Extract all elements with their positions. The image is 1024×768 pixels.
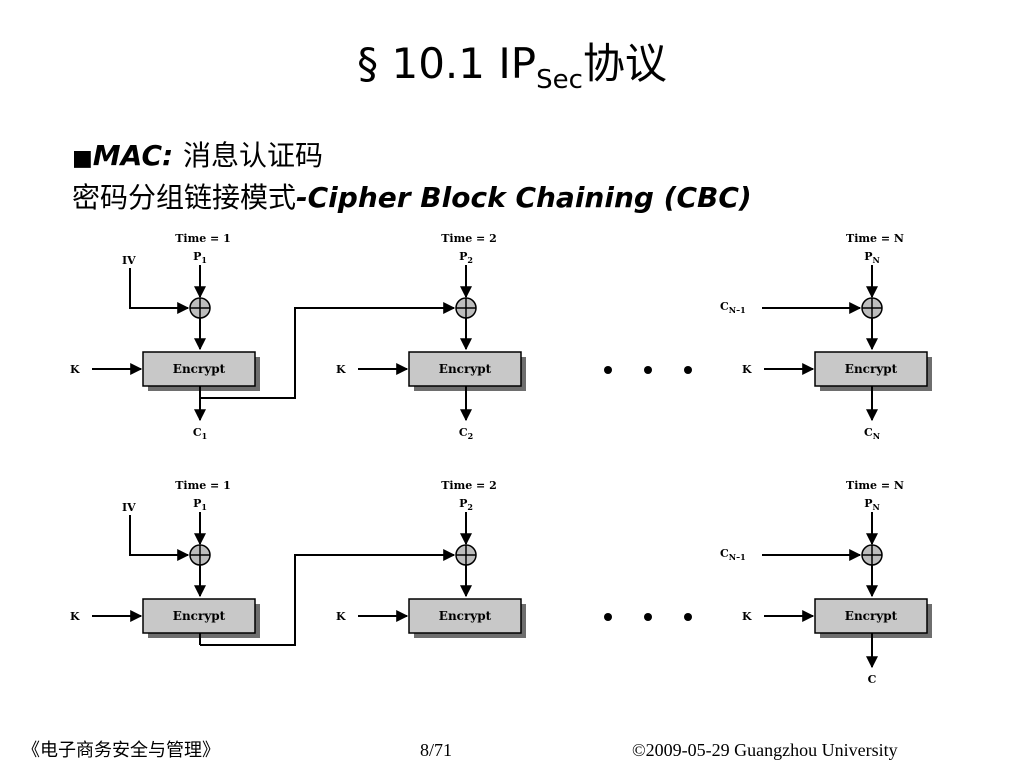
footer-course-title: 《电子商务安全与管理》 (22, 740, 220, 760)
iv-label: IV (122, 501, 136, 514)
plaintext-label: P2 (459, 250, 473, 265)
chain-link-arrow (200, 549, 456, 646)
title-subscript: Sec (536, 65, 583, 95)
cbc-heading: 密码分组链接模式-Cipher Block Chaining (CBC) (72, 178, 752, 218)
ciphertext-label: C (868, 673, 877, 686)
plaintext-label: PN (864, 497, 880, 512)
plaintext-label: P2 (459, 497, 473, 512)
encrypt-box-label: Encrypt (845, 609, 898, 623)
title-main: 10.1 IP (391, 39, 537, 88)
stage-3: Time = N PN Encrypt K CN–1C (720, 479, 932, 686)
plaintext-label: P1 (193, 250, 207, 265)
cbc-heading-english: -Cipher Block Chaining (CBC) (296, 181, 752, 214)
time-label: Time = 2 (441, 479, 497, 492)
ciphertext-label: C1 (193, 426, 207, 441)
slide-title: § 10.1 IPSec协议 (0, 36, 1024, 95)
key-label: K (70, 363, 80, 376)
footer-copyright: ©2009-05-29 Guangzhou University (632, 740, 898, 760)
time-label: Time = 2 (441, 232, 497, 245)
encrypt-box-label: Encrypt (173, 362, 226, 376)
time-label: Time = 1 (175, 479, 231, 492)
key-label: K (336, 363, 346, 376)
encrypt-box-label: Encrypt (439, 362, 492, 376)
section-mark: § (357, 39, 379, 88)
iv-label: IV (122, 254, 136, 267)
key-label: K (742, 610, 752, 623)
mac-description: 消息认证码 (182, 139, 323, 172)
bullet-line-mac: ■MAC: 消息认证码 (72, 136, 323, 179)
key-label: K (336, 610, 346, 623)
cbc-heading-chinese: 密码分组链接模式 (72, 181, 297, 214)
iv-arrow (129, 268, 190, 314)
ciphertext-label: C2 (459, 426, 473, 441)
encrypt-box-label: Encrypt (845, 362, 898, 376)
mac-label: MAC: (92, 139, 174, 172)
encrypt-box-label: Encrypt (173, 609, 226, 623)
encrypt-box (408, 351, 522, 387)
chain-link-arrow (200, 302, 456, 399)
ciphertext-label: CN (864, 426, 880, 441)
plaintext-label: P1 (193, 497, 207, 512)
chain-input-label: CN–1 (720, 547, 746, 562)
encrypt-box (142, 598, 256, 634)
key-label: K (70, 610, 80, 623)
encrypt-box (408, 598, 522, 634)
time-label: Time = 1 (175, 232, 231, 245)
time-label: Time = N (846, 479, 904, 492)
chain-input-label: CN–1 (720, 300, 746, 315)
ellipsis-row-1 (604, 366, 692, 374)
encrypt-box-label: Encrypt (439, 609, 492, 623)
encrypt-box (142, 351, 256, 387)
encrypt-box (814, 598, 928, 634)
key-label: K (742, 363, 752, 376)
time-label: Time = N (846, 232, 904, 245)
ellipsis-row-2 (604, 613, 692, 621)
stage-3: Time = N PN Encrypt K CN–1CN (720, 232, 932, 441)
bullet-square-icon: ■ (72, 146, 93, 171)
plaintext-label: PN (864, 250, 880, 265)
iv-arrow (129, 515, 190, 561)
footer-page-number: 8/71 (420, 740, 453, 760)
title-rest: 协议 (582, 39, 667, 88)
